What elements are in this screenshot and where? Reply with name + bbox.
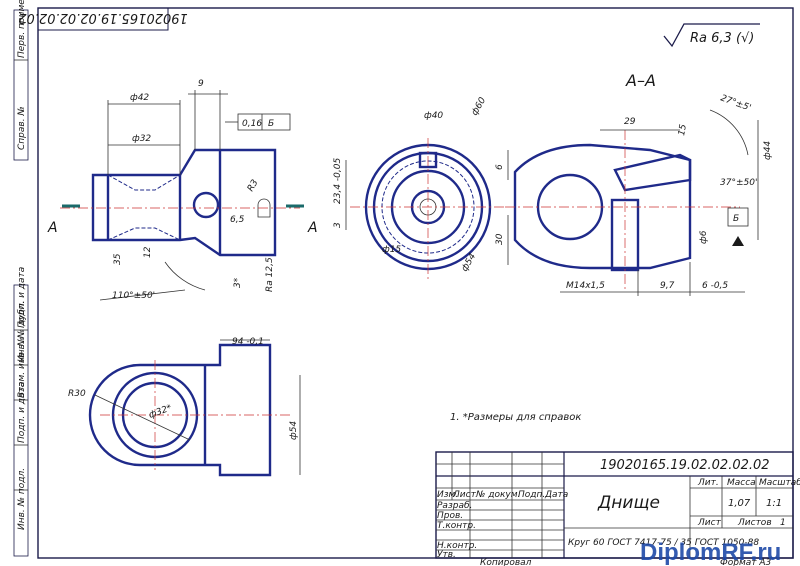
side-label-2: Подп. и дата <box>17 267 27 328</box>
dim-d54: ф54 <box>460 252 478 274</box>
dim-twelve: 12 <box>143 246 153 258</box>
row-sign: Подп. <box>518 490 545 500</box>
dim-d32: ф32 <box>132 134 151 144</box>
roughness-label: Ra 6,3 (√) <box>690 31 754 46</box>
dim-base-front: Б <box>268 119 274 129</box>
dim-nine: 9 <box>198 79 204 89</box>
dim-97: 9,7 <box>660 281 675 291</box>
front-view: А А ф42 ф32 9 0,16 Б R3 6,5 35 12 3* Ra … <box>47 79 318 301</box>
rotated-code: 19020165.19.02.02.02.02 <box>18 10 188 25</box>
role-4: Н.контр. <box>437 541 477 551</box>
role-5: Утв. <box>437 550 456 560</box>
dim-d60: ф60 <box>470 96 488 118</box>
side-label-4: Взам. инв. № <box>17 337 27 398</box>
dim-thirty: 30 <box>495 233 505 245</box>
mass-value: 1,07 <box>728 498 751 509</box>
dim-angle27: 27°±5' <box>719 93 752 113</box>
format-label: Формат А3 <box>720 558 772 566</box>
binding-strip-top <box>13 9 29 161</box>
row-izm: Изм. <box>437 490 458 500</box>
dim-angle37: 37°±50' <box>720 178 757 188</box>
section-mark-right: А <box>307 220 318 236</box>
side-label-3: Инв. № дубл. <box>17 300 27 362</box>
dim-d42: ф42 <box>130 93 149 103</box>
side-label-6: Инв. № подл. <box>17 468 27 530</box>
top-view: R30 ф32* 94 -0,1 ф54 <box>68 337 301 477</box>
side-label-1: Справ. № <box>17 106 27 150</box>
dim-six-section: 6 <box>495 164 505 170</box>
dim-ra125: Ra 12,5 <box>265 257 275 292</box>
circular-view: ф40 ф60 23,4 -0,05 3 ф15 ф54 <box>333 96 505 280</box>
dim-d6: ф6 <box>699 230 709 244</box>
dim-d15: ф15 <box>382 245 401 255</box>
role-0: Разраб. <box>437 501 472 511</box>
row-list: Лист <box>452 490 477 500</box>
title-block: 19020165.19.02.02.02.02 Днище Лит. Масса… <box>435 451 800 566</box>
dim-d32-top: ф32* <box>148 403 174 421</box>
col-sheets: Листов <box>737 518 772 528</box>
section-label: А–А <box>625 71 656 90</box>
binding-strip <box>13 284 29 557</box>
dim-six05: 6 -0,5 <box>702 281 728 291</box>
dim-15: 15 <box>677 123 689 136</box>
dim-r3: R3 <box>246 178 261 194</box>
dim-29: 29 <box>624 117 636 127</box>
role-2: Т.контр. <box>437 521 476 531</box>
dim-six5: 6,5 <box>230 215 245 225</box>
title-code: 19020165.19.02.02.02.02 <box>600 458 770 473</box>
role-1: Пров. <box>437 511 463 521</box>
side-label-0: Перв. примен. <box>17 0 27 58</box>
dim-base-section: Б <box>733 214 739 224</box>
side-label-5: Подп. и дата <box>17 382 27 443</box>
dim-three-circle: 3 <box>333 222 343 228</box>
col-lit: Лит. <box>697 478 719 488</box>
dim-angle: 110°±50' <box>112 291 155 301</box>
roughness-symbol: Ra 6,3 (√) <box>663 23 760 48</box>
dim-94: 94 -0,1 <box>232 337 264 347</box>
col-sheet: Лист <box>697 518 722 528</box>
watermark-logo: DiplomRF.ru <box>640 539 781 566</box>
section-mark-left: А <box>47 220 58 236</box>
copied-label: Копировал <box>480 558 532 566</box>
drawing-frame <box>37 7 794 559</box>
dim-tol: 0,16 <box>242 119 262 129</box>
sheets-value: 1 <box>780 518 786 528</box>
dim-d40: ф40 <box>424 111 443 121</box>
dim-thirtyfive: 35 <box>113 253 123 265</box>
title-name: Днище <box>597 493 660 513</box>
dim-three: 3* <box>233 277 243 288</box>
dim-r30: R30 <box>68 389 86 399</box>
dim-d54-top: ф54 <box>289 421 299 440</box>
row-date: Дата <box>544 490 568 500</box>
dim-d44: ф44 <box>763 141 773 160</box>
col-scale: Масштаб <box>759 478 800 488</box>
note-text: 1. *Размеры для справок <box>450 412 581 423</box>
dim-d234: 23,4 -0,05 <box>333 158 343 204</box>
row-doc: № докум. <box>475 490 520 500</box>
dim-thread: М14х1,5 <box>566 281 605 291</box>
section-view: А–А 29 27°±5' 15 ф44 37°±50' 6 30 Б ф6 М… <box>495 71 773 296</box>
scale-value: 1:1 <box>766 498 782 509</box>
col-mass: Масса <box>727 478 756 488</box>
material: Круг 60 ГОСТ 7417-75 / 35 ГОСТ 1050-88 <box>568 538 759 548</box>
rotated-code-box <box>37 7 169 31</box>
